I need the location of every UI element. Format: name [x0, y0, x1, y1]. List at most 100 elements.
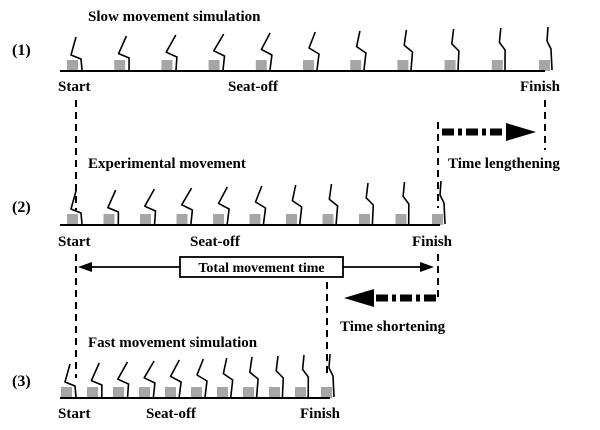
chair-block	[103, 214, 115, 225]
stick-figure	[402, 181, 410, 225]
chair-block	[191, 387, 202, 398]
chair-block	[359, 214, 370, 225]
stick-figure	[328, 353, 335, 398]
pose-figure	[176, 187, 194, 225]
stick-figure	[143, 360, 156, 398]
chair-block	[269, 387, 280, 398]
chair-block	[295, 387, 306, 398]
row-experimental: Experimental movement (2) Start Seat-off…	[12, 156, 453, 250]
guide-lines	[75, 100, 546, 378]
pose-figure	[303, 31, 320, 71]
pose-figure	[139, 360, 156, 398]
chair-block	[444, 60, 456, 71]
pose-figure	[295, 354, 310, 398]
chair-block	[303, 60, 314, 71]
stick-figure	[117, 361, 130, 398]
fast-finish-label: Finish	[300, 406, 341, 422]
experimental-row-number: (2)	[12, 199, 31, 216]
pose-figure	[395, 181, 410, 225]
pose-figure	[286, 184, 303, 225]
pose-figure	[213, 186, 230, 225]
chair-block	[539, 60, 550, 71]
fast-start-label: Start	[58, 406, 91, 422]
stick-figure	[144, 188, 157, 225]
experimental-start-label: Start	[58, 234, 91, 250]
experimental-heading: Experimental movement	[88, 156, 246, 172]
stick-figure	[450, 28, 460, 71]
stick-figure	[328, 183, 339, 225]
pose-figure	[67, 36, 83, 71]
slow-finish-label: Finish	[520, 79, 561, 95]
slow-seat-off-label: Seat-off	[228, 79, 279, 95]
total-time-box	[179, 256, 344, 278]
chair-block	[322, 214, 334, 225]
stick-figure	[165, 34, 178, 71]
pose-figure	[165, 359, 182, 398]
chair-block	[286, 214, 297, 225]
pose-figure	[359, 182, 375, 225]
stick-figure	[365, 182, 375, 225]
stick-figure	[217, 186, 230, 225]
pose-figure	[61, 363, 77, 398]
stick-figure	[546, 26, 553, 71]
stick-figure	[439, 180, 446, 225]
stick-figure	[260, 32, 273, 71]
stick-figure	[213, 33, 226, 71]
pose-figure	[208, 33, 226, 71]
chair-block	[176, 214, 188, 225]
pose-figure	[103, 189, 120, 225]
fast-heading: Fast movement simulation	[88, 335, 258, 351]
chair-block	[243, 387, 254, 398]
stick-figure	[196, 358, 208, 398]
stick-figure	[70, 190, 83, 225]
chair-block	[397, 60, 409, 71]
pose-figure	[217, 357, 234, 398]
chair-block	[87, 387, 98, 398]
chair-block	[113, 387, 124, 398]
pose-figure	[350, 30, 367, 71]
shortening-arrow-head	[344, 289, 374, 307]
pose-figure	[397, 29, 414, 71]
pose-figure	[321, 353, 335, 398]
stick-figure	[301, 354, 310, 398]
stick-figure	[291, 184, 303, 225]
pose-figure	[255, 32, 273, 71]
stick-figure	[254, 185, 267, 225]
experimental-figure-sequence	[67, 180, 446, 225]
stick-figure	[498, 27, 506, 71]
total-movement-time: Total movement time	[78, 256, 434, 278]
experimental-seat-off-label: Seat-off	[190, 234, 241, 250]
fast-seat-off-label: Seat-off	[146, 406, 197, 422]
pose-figure	[491, 27, 506, 71]
pose-figure	[140, 188, 157, 225]
chair-block	[213, 214, 224, 225]
slow-figure-sequence	[67, 26, 553, 71]
total-time-left-head	[78, 262, 92, 272]
row-slow: Slow movement simulation (1) Start Seat-…	[12, 9, 561, 95]
time-lengthening-label: Time lengthening	[448, 156, 560, 172]
chair-block	[61, 387, 72, 398]
pose-figure	[191, 358, 208, 398]
chair-block	[217, 387, 228, 398]
stick-figure	[70, 36, 83, 71]
pose-figure	[67, 190, 83, 225]
chair-block	[321, 387, 332, 398]
chair-block	[161, 60, 173, 71]
chair-block	[165, 387, 176, 398]
chair-block	[208, 60, 220, 71]
pose-figure	[161, 34, 178, 71]
pose-figure	[444, 28, 460, 71]
chair-block	[491, 60, 503, 71]
chair-block	[67, 60, 78, 71]
stick-figure	[117, 35, 130, 71]
chair-block	[67, 214, 78, 225]
pose-figure	[432, 180, 446, 225]
stick-figure	[249, 356, 259, 398]
time-lengthening-arrow: Time lengthening	[442, 123, 560, 172]
pose-figure	[322, 183, 339, 225]
slow-heading: Slow movement simulation	[88, 9, 261, 25]
pose-figure	[243, 356, 259, 398]
row-fast: Fast movement simulation (3) Start Seat-…	[12, 335, 341, 422]
pose-figure	[269, 355, 285, 398]
